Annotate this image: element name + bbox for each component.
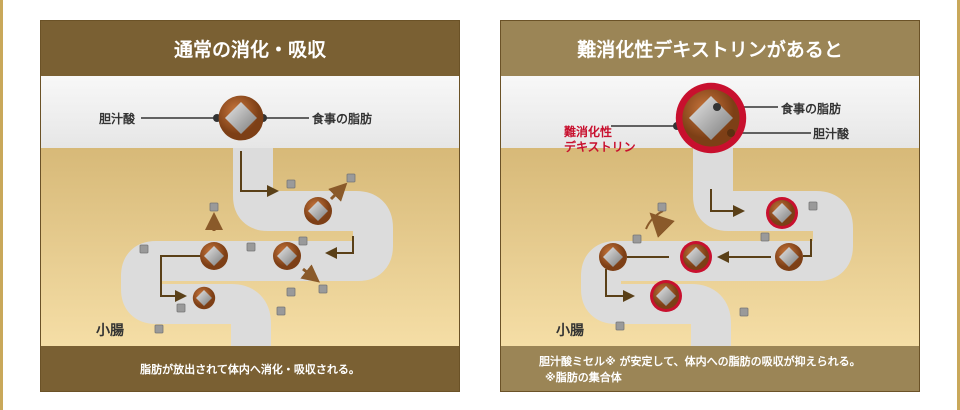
fat-micelle (273, 242, 301, 270)
intestine-diagram (121, 95, 393, 346)
fat-micelle (304, 197, 332, 225)
dextrin-micelle (766, 197, 798, 229)
panel-footer: 胆汁酸ミセル※ が安定して、体内への脂肪の吸収が抑えられる。※脂肪の集合体 (501, 346, 919, 391)
bile-acid-label: 胆汁酸 (813, 127, 850, 141)
indigestible-dextrin-label: 難消化性デキストリン (564, 125, 636, 154)
dietary-fat-label: 食事の脂肪 (312, 112, 373, 126)
dextrin-micelle-large (675, 82, 747, 154)
dextrin-panel: 難消化性デキストリンがあると 難消化性デキストリン 食事の脂肪 胆汁酸 小腸 胆… (500, 20, 920, 392)
small-intestine-label: 小腸 (556, 323, 584, 339)
small-intestine-label: 小腸 (96, 323, 124, 339)
dietary-fat-label: 食事の脂肪 (781, 102, 842, 116)
intestine-tube (121, 148, 393, 346)
normal-digestion-panel: 通常の消化・吸収 胆汁酸 食事の脂肪 小腸 脂肪が放出されて体内へ消化・吸収され… (40, 20, 460, 392)
dextrin-micelle (680, 241, 712, 273)
fat-micelle (775, 243, 803, 271)
intestine-diagram (581, 82, 853, 346)
bile-acid-label: 胆汁酸 (99, 112, 136, 126)
fat-micelle-large (218, 95, 264, 141)
fat-micelle (192, 286, 216, 310)
dextrin-micelle (650, 280, 682, 312)
panel-title: 難消化性デキストリンがあると (501, 21, 919, 76)
panel-title: 通常の消化・吸収 (41, 21, 459, 76)
panel-footer: 脂肪が放出されて体内へ消化・吸収される。 (41, 346, 459, 391)
fat-micelle (599, 243, 627, 271)
fat-micelle (200, 242, 228, 270)
